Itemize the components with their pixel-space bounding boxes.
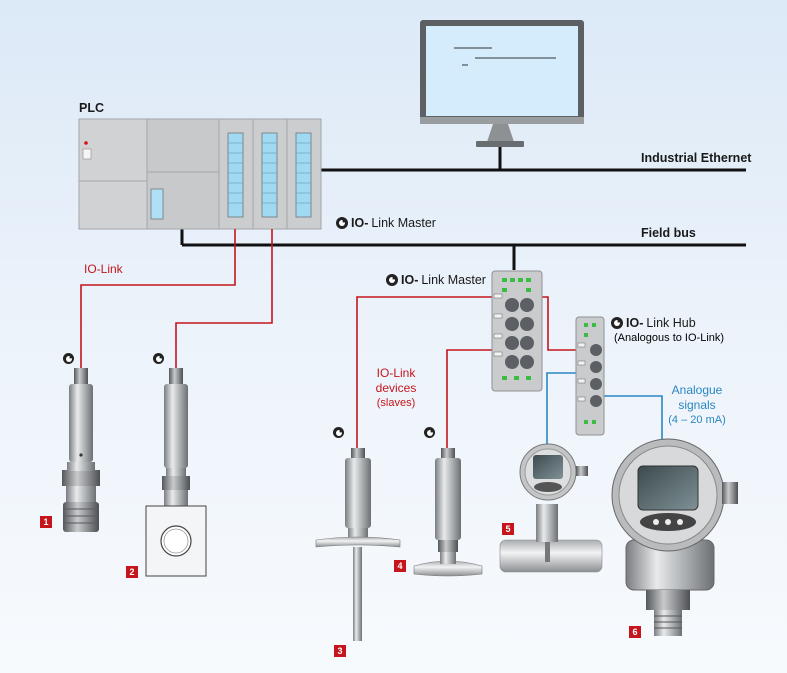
io-link-logo-icon (63, 353, 74, 364)
io-prefix: IO- (626, 316, 644, 330)
device-badge-1: 1 (40, 516, 52, 528)
analogue-line-1: Analogue (671, 383, 723, 397)
sensor-device-5 (499, 443, 603, 573)
field-bus-label: Field bus (641, 226, 696, 240)
devices-line-1: IO-Link (376, 366, 416, 380)
hub-subtitle: (Analogous to IO-Link) (614, 332, 725, 344)
io-link-master-label: IO-Link Master (386, 273, 486, 287)
hub-text: Link Hub (646, 316, 696, 330)
master-text: Link Master (421, 273, 486, 287)
io-link-devices-label: IO-Link devices (slaves) (368, 366, 424, 411)
io-prefix: IO- (401, 273, 419, 287)
io-link-logo-icon (611, 317, 623, 329)
io-link-logo-icon (336, 217, 348, 229)
sensor-device-4 (413, 448, 483, 577)
analogue-line-2: signals (678, 398, 716, 412)
devices-line-2: devices (375, 381, 417, 395)
sensor-device-1 (62, 368, 100, 532)
master-text: Link Master (371, 216, 436, 230)
io-link-cable-label: IO-Link (84, 262, 123, 276)
io-link-hub-module (575, 316, 605, 436)
device-badge-4: 4 (394, 560, 406, 572)
industrial-ethernet-label: Industrial Ethernet (641, 151, 752, 165)
sensor-device-3 (315, 448, 401, 641)
device-badge-6: 6 (629, 626, 641, 638)
analogue-cables (546, 372, 663, 445)
io-link-logo-icon (333, 427, 344, 438)
sensor-device-6 (611, 438, 738, 636)
sensor-device-2 (145, 368, 207, 577)
io-link-logo-icon (424, 427, 435, 438)
io-link-hub-label: IO-Link Hub (611, 316, 696, 330)
analogue-signals-label: Analogue signals (4 – 20 mA) (666, 383, 728, 428)
analogue-line-3: (4 – 20 mA) (668, 414, 726, 426)
plc-label: PLC (79, 101, 104, 115)
device-badge-3: 3 (334, 645, 346, 657)
plc-icon (78, 118, 322, 230)
io-link-logo-icon (153, 353, 164, 364)
monitor-icon (420, 20, 584, 147)
devices-line-3: (slaves) (376, 397, 416, 409)
io-link-logo-icon (386, 274, 398, 286)
io-prefix: IO- (351, 216, 369, 230)
io-link-master-module (491, 270, 543, 392)
device-badge-5: 5 (502, 523, 514, 535)
device-badge-2: 2 (126, 566, 138, 578)
plc-io-link-master-label: IO-Link Master (336, 216, 436, 230)
io-link-cables (80, 229, 580, 448)
